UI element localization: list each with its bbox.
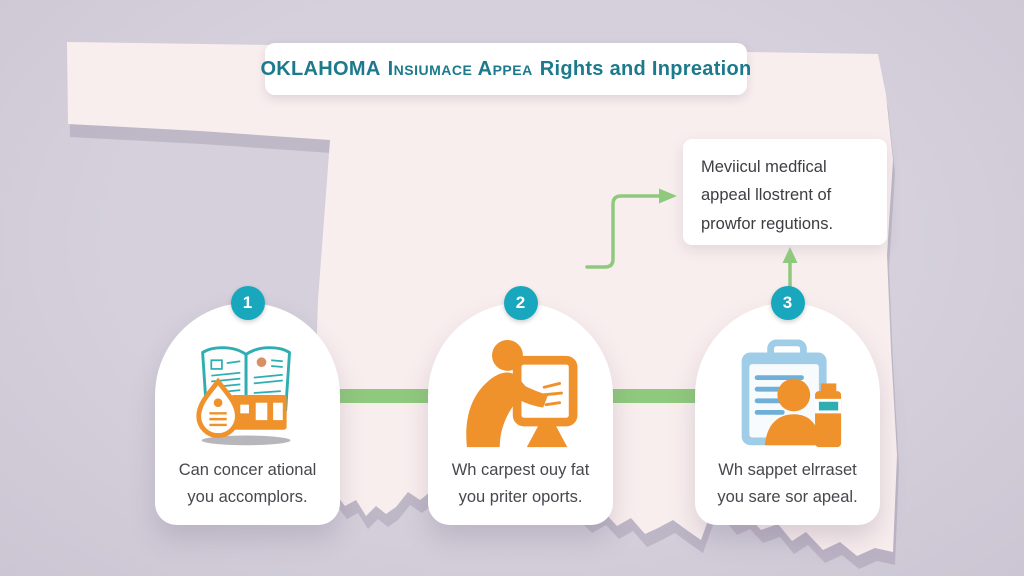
- step-caption-line: Wh carpest ouy fat: [451, 461, 590, 479]
- step-caption-line: you sare sor apeal.: [717, 487, 858, 506]
- step-card-3: 3 Wh sappet elrraset you sare sor apeal.: [695, 286, 880, 525]
- step-caption-line: Wh sappet elrraset: [718, 461, 857, 479]
- callout-line: Meviicul medfical: [701, 158, 827, 176]
- step-caption-line: Can concer ational: [178, 461, 317, 479]
- step-number-badge: 3: [770, 286, 805, 320]
- title-suffix: Rights and Inpreation: [539, 57, 752, 80]
- callout-line: prowfor regutions.: [701, 214, 834, 233]
- connector-bar-1: [338, 389, 430, 403]
- callout-box: Meviicul medfical appeal llostrent of pr…: [683, 139, 887, 245]
- elbow-arrow: [585, 188, 677, 269]
- step-caption-line: you priter oports.: [458, 487, 583, 506]
- title-middle: Insiumace Appea: [387, 57, 533, 80]
- step-card-2: 2 Wh carpest ouy fat you priter oports.: [428, 286, 613, 525]
- step-number-badge: 2: [503, 286, 538, 320]
- clipboard-person-icon: [741, 339, 841, 448]
- step-caption-line: you accomplors.: [187, 487, 308, 506]
- callout-line: appeal llostrent of: [701, 186, 832, 205]
- connector-bar-2: [611, 389, 697, 403]
- step-number-badge: 1: [230, 286, 265, 320]
- title-prefix: OKLAHOMA: [260, 57, 381, 80]
- step-card-1: 1: [155, 286, 340, 525]
- book-house-icon: [195, 346, 291, 446]
- person-writing-icon: [465, 339, 577, 448]
- title-banner: OKLAHOMA Insiumace Appea Rights and Inpr…: [260, 43, 751, 95]
